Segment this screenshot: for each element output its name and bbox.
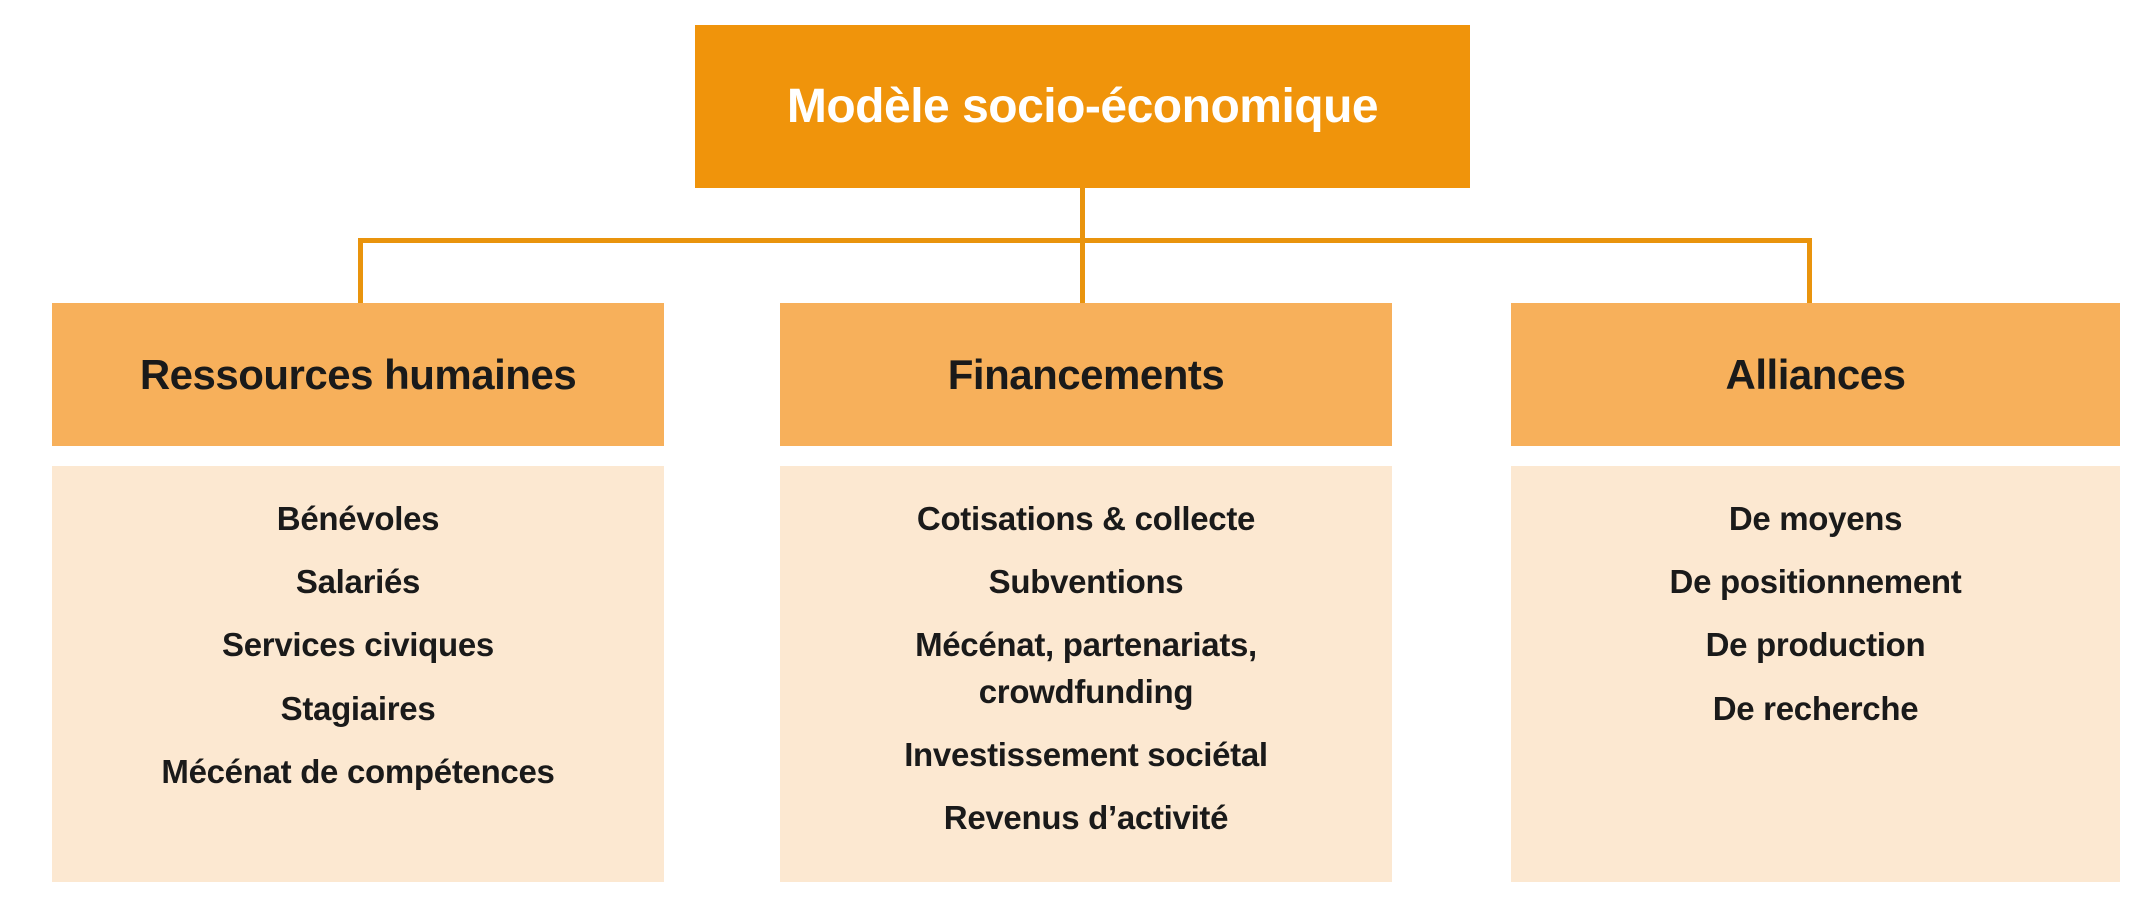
column-items-panel-financements: Cotisations & collecte Subventions Mécén… [780, 466, 1392, 882]
list-item: De moyens [1728, 500, 1903, 537]
column-items-panel-ressources-humaines: Bénévoles Salariés Services civiques Sta… [52, 466, 664, 882]
list-item: Investissement sociétal [904, 735, 1268, 773]
root-node: Modèle socio-économique [695, 25, 1470, 188]
list-item: De recherche [1712, 689, 1919, 727]
column-title: Alliances [1725, 350, 1906, 398]
list-item: Salariés [295, 563, 421, 601]
connector-horizontal [358, 238, 1812, 243]
connector-drop-left [358, 238, 363, 303]
column-header-ressources-humaines: Ressources humaines [52, 303, 664, 446]
list-item: Stagiaires [280, 689, 436, 727]
column-items-panel-alliances: De moyens De positionnement De productio… [1511, 466, 2120, 882]
diagram-title: Modèle socio-économique [786, 80, 1379, 133]
column-title: Ressources humaines [139, 350, 577, 398]
list-item: Bénévoles [276, 500, 440, 537]
list-item: De production [1705, 626, 1926, 664]
column-ressources-humaines: Ressources humaines Bénévoles Salariés S… [52, 303, 664, 882]
list-item: Cotisations & collecte [916, 500, 1256, 537]
list-item: Mécénat de compétences [161, 752, 555, 790]
list-item: Services civiques [222, 626, 494, 664]
column-alliances: Alliances De moyens De positionnement De… [1511, 303, 2120, 882]
list-item: Subventions [988, 563, 1184, 601]
list-item: Mécénat, partenariats, crowdfunding [915, 626, 1257, 710]
column-title: Financements [947, 350, 1225, 398]
connector-drop-center [1080, 238, 1085, 303]
column-header-alliances: Alliances [1511, 303, 2120, 446]
connector-drop-right [1807, 238, 1812, 303]
connector-stem [1080, 188, 1085, 243]
column-header-financements: Financements [780, 303, 1392, 446]
column-financements: Financements Cotisations & collecte Subv… [780, 303, 1392, 882]
list-item: De positionnement [1669, 563, 1962, 601]
list-item: Revenus d’activité [943, 798, 1229, 836]
